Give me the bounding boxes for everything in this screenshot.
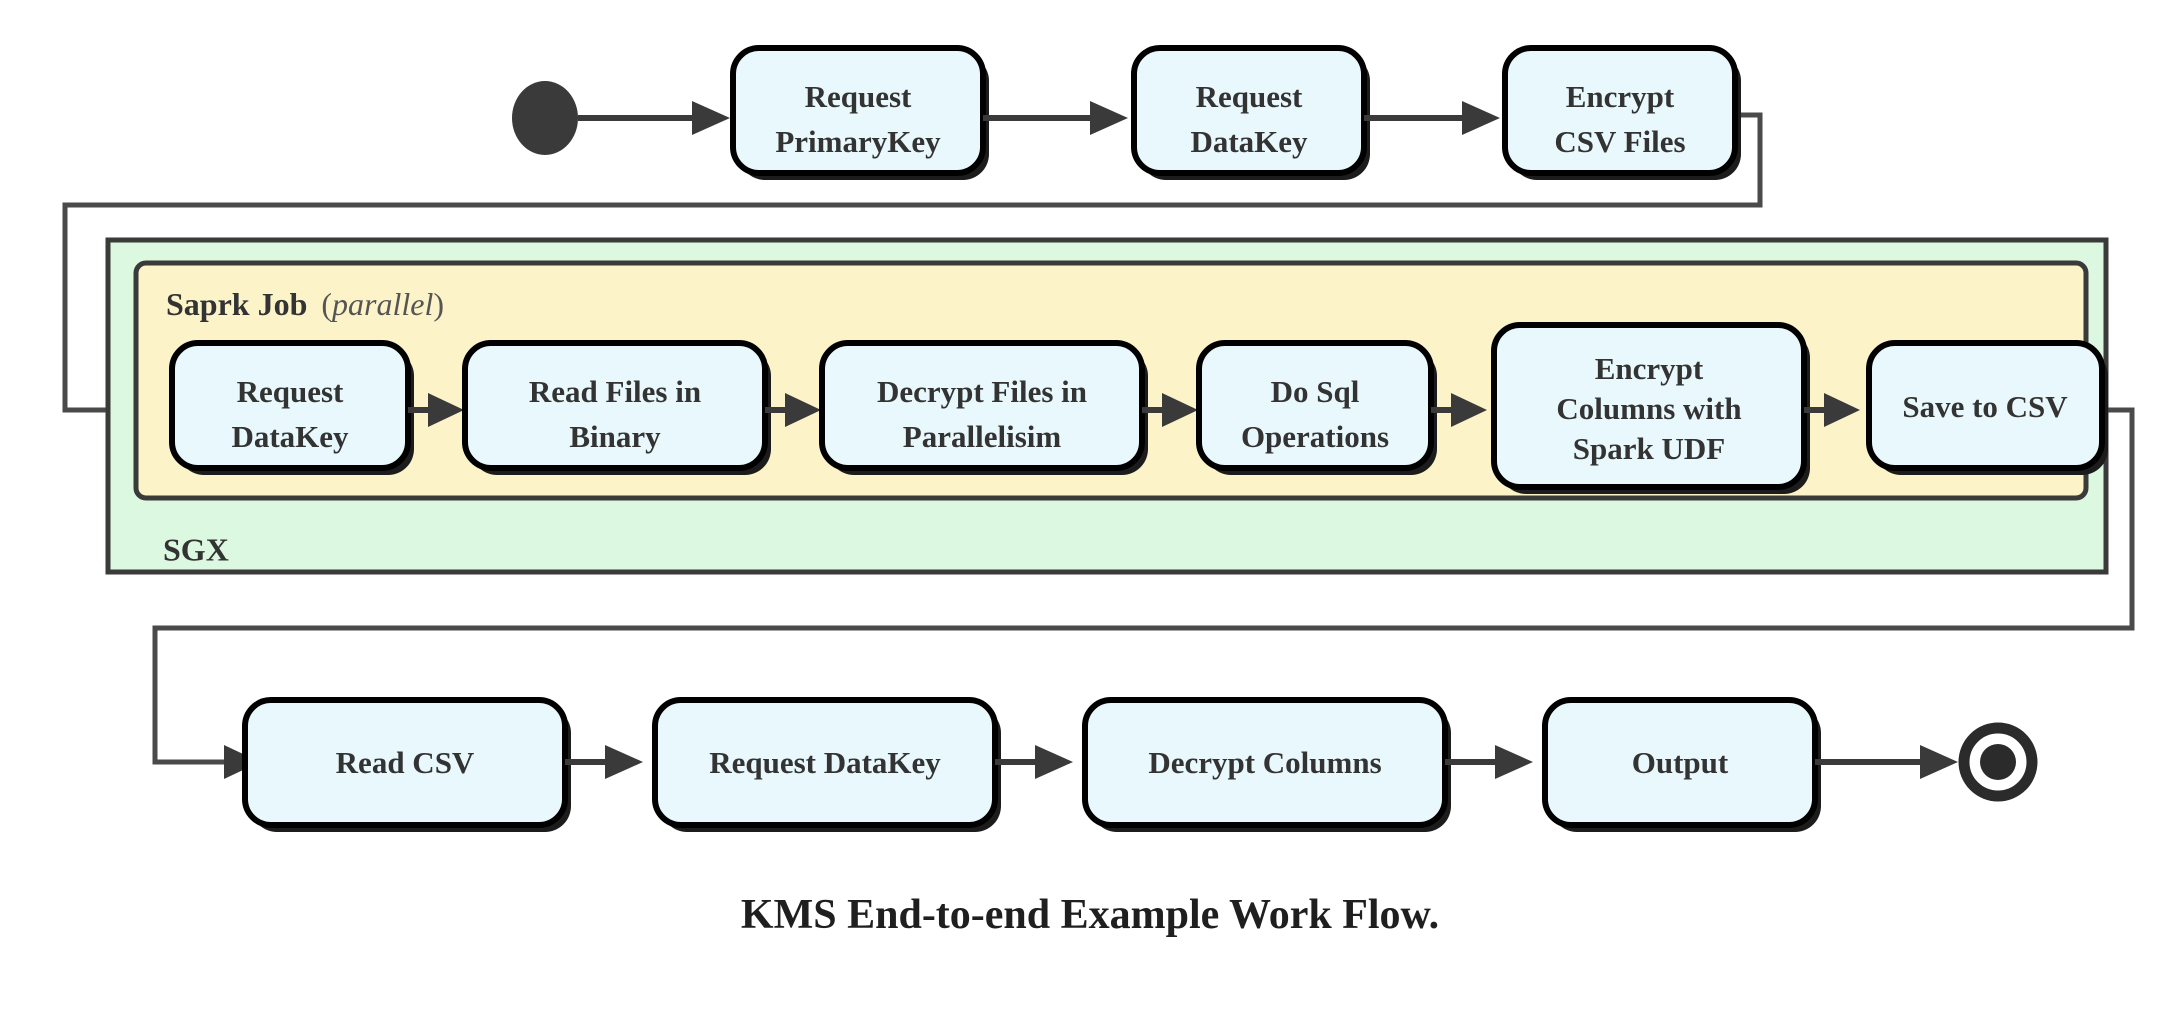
node-label-line: Request DataKey <box>709 745 941 780</box>
edge-decrypt-columns-to-output <box>1445 745 1533 779</box>
container-spark-job-label-paren-open: ( <box>321 286 332 322</box>
node-label-line: Operations <box>1241 419 1389 454</box>
node-request-datakey-spark[interactable]: Request DataKey <box>169 340 414 475</box>
container-spark-job-label-main: Saprk Job <box>166 286 307 322</box>
node-label-line: PrimaryKey <box>775 124 941 159</box>
edge-do-sql-operations-to-encrypt-columns-with-spark-udf <box>1431 393 1487 427</box>
node-do-sql-operations[interactable]: Do Sql Operations <box>1196 340 1437 475</box>
node-label-line: Columns with <box>1556 391 1741 426</box>
edge-request-primarykey-to-request-datakey-top <box>983 101 1128 135</box>
node-label-line: Do Sql <box>1271 374 1360 409</box>
node-request-datakey-bottom[interactable]: Request DataKey <box>652 697 1001 832</box>
container-spark-job-label-italic: parallel <box>330 286 433 322</box>
node-label-line: Decrypt Files in <box>877 374 1087 409</box>
container-spark-job-label-paren-close: ) <box>433 286 444 322</box>
container-sgx-label: SGX <box>163 531 229 567</box>
node-encrypt-columns-with-spark-udf[interactable]: Encrypt Columns with Spark UDF <box>1491 322 1810 494</box>
edge-read-csv-to-request-datakey-bottom <box>565 745 643 779</box>
node-label-line: Encrypt <box>1595 351 1704 386</box>
container-spark-job-label: Saprk Job (parallel) <box>166 286 444 322</box>
edge-output-to-end <box>1815 745 1958 779</box>
node-save-to-csv[interactable]: Save to CSV <box>1866 340 2108 475</box>
diagram-caption: KMS End-to-end Example Work Flow. <box>741 892 1439 938</box>
node-request-primarykey[interactable]: Request PrimaryKey <box>730 45 989 180</box>
edge-encrypt-columns-with-spark-udf-to-save-to-csv <box>1804 393 1860 427</box>
edge-read-files-in-binary-to-decrypt-files-in-parallelisim <box>765 393 821 427</box>
edge-start-to-request-primarykey <box>578 101 730 135</box>
node-decrypt-files-in-parallelisim[interactable]: Decrypt Files in Parallelisim <box>819 340 1148 475</box>
node-request-datakey-top[interactable]: Request DataKey <box>1131 45 1370 180</box>
node-label-line: Save to CSV <box>1902 389 2068 424</box>
edge-request-datakey-top-to-encrypt-csv-files <box>1364 101 1500 135</box>
edge-request-datakey-spark-to-read-files-in-binary <box>408 393 464 427</box>
node-decrypt-columns[interactable]: Decrypt Columns <box>1082 697 1451 832</box>
node-label-line: Decrypt Columns <box>1148 745 1381 780</box>
start-node <box>512 81 578 155</box>
node-label-line: Encrypt <box>1566 79 1675 114</box>
node-label-line: Read Files in <box>529 374 701 409</box>
node-label-line: Request <box>805 79 912 114</box>
node-label-line: Request <box>237 374 344 409</box>
node-encrypt-csv-files[interactable]: Encrypt CSV Files <box>1502 45 1741 180</box>
edge-request-datakey-bottom-to-decrypt-columns <box>995 745 1073 779</box>
node-label-line: Read CSV <box>336 745 475 780</box>
node-read-csv[interactable]: Read CSV <box>242 697 571 832</box>
node-label-line: DataKey <box>1190 124 1308 159</box>
node-label-line: Output <box>1632 745 1729 780</box>
node-label-line: DataKey <box>231 419 349 454</box>
node-label-line: Parallelisim <box>903 419 1062 454</box>
end-node <box>1958 722 2038 802</box>
node-label-line: CSV Files <box>1554 124 1685 159</box>
node-label-line: Binary <box>569 419 661 454</box>
node-read-files-in-binary[interactable]: Read Files in Binary <box>462 340 771 475</box>
edge-decrypt-files-in-parallelisim-to-do-sql-operations <box>1142 393 1198 427</box>
node-output[interactable]: Output <box>1542 697 1821 832</box>
node-label-line: Spark UDF <box>1573 431 1725 466</box>
node-label-line: Request <box>1196 79 1303 114</box>
